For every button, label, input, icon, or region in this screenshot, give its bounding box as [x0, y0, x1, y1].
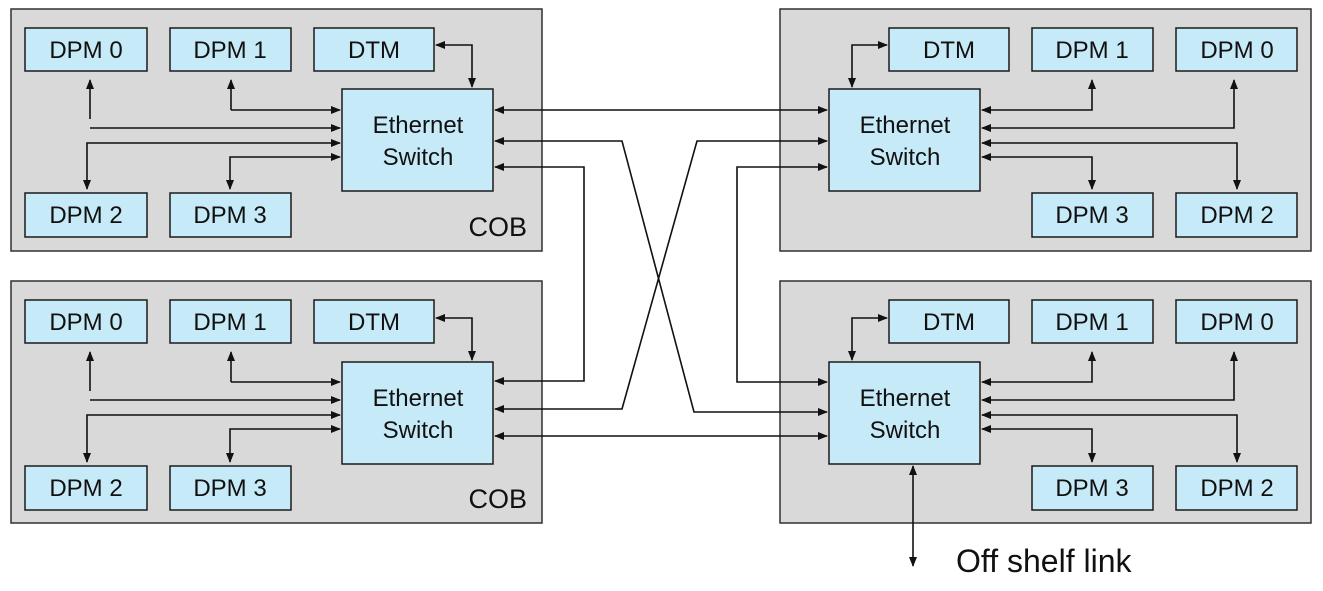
- switch-label-line-1: Ethernet: [860, 385, 951, 412]
- module-dtm: DTM: [888, 27, 1010, 72]
- module-dtm: DTM: [313, 27, 435, 72]
- ethernet-switch: Ethernet Switch: [828, 88, 981, 192]
- module-label: DPM 1: [1055, 309, 1128, 336]
- module-dpm-0: DPM 0: [1175, 299, 1298, 344]
- ethernet-switch: Ethernet Switch: [341, 88, 494, 192]
- module-dpm-2: DPM 2: [24, 465, 148, 511]
- module-dpm-0: DPM 0: [24, 27, 148, 72]
- module-label: DPM 0: [1200, 37, 1273, 64]
- inter-shelf-links: [494, 106, 917, 567]
- shelf-top-left: DPM 0 DPM 1 DTM DPM 2 DPM 3 Ethernet Swi…: [10, 8, 543, 252]
- module-dtm: DTM: [313, 299, 435, 344]
- module-label: DPM 2: [1200, 475, 1273, 502]
- module-dpm-0: DPM 0: [24, 299, 148, 344]
- module-label: DPM 1: [1055, 37, 1128, 64]
- shelf-bottom-left: DPM 0 DPM 1 DTM DPM 2 DPM 3 Ethernet Swi…: [10, 280, 543, 524]
- module-dpm-1: DPM 1: [1031, 27, 1154, 72]
- module-label: DPM 3: [193, 202, 266, 229]
- shelf-top-right: DTM DPM 1 DPM 0 DPM 3 DPM 2 Ethernet Swi…: [779, 8, 1312, 252]
- module-label: DPM 2: [1200, 202, 1273, 229]
- link-tl-br: [494, 137, 828, 416]
- module-dtm: DTM: [888, 299, 1010, 344]
- module-dpm-2: DPM 2: [1175, 465, 1298, 511]
- module-dpm-3: DPM 3: [169, 192, 292, 238]
- ethernet-switch: Ethernet Switch: [341, 361, 494, 465]
- module-label: DPM 2: [49, 475, 122, 502]
- module-dpm-0: DPM 0: [1175, 27, 1298, 72]
- link-bl-tr: [494, 137, 828, 413]
- module-dpm-1: DPM 1: [169, 299, 292, 344]
- module-label: DTM: [923, 309, 975, 336]
- link-tr-br: [736, 163, 828, 386]
- module-label: DTM: [923, 37, 975, 64]
- module-label: DPM 1: [193, 309, 266, 336]
- switch-label-line-2: Switch: [383, 144, 454, 171]
- module-label: DPM 0: [1200, 309, 1273, 336]
- module-label: DTM: [348, 309, 400, 336]
- switch-label-line-2: Switch: [870, 417, 941, 444]
- module-label: DPM 0: [49, 37, 122, 64]
- module-label: DPM 0: [49, 309, 122, 336]
- module-label: DPM 3: [1055, 475, 1128, 502]
- switch-label-line-2: Switch: [383, 417, 454, 444]
- switch-label-line-1: Ethernet: [373, 385, 464, 412]
- switch-label-line-1: Ethernet: [373, 112, 464, 139]
- module-dpm-1: DPM 1: [169, 27, 292, 72]
- module-label: DTM: [348, 37, 400, 64]
- switch-label-line-2: Switch: [870, 144, 941, 171]
- module-dpm-2: DPM 2: [24, 192, 148, 238]
- ethernet-switch: Ethernet Switch: [828, 361, 981, 465]
- module-dpm-3: DPM 3: [1031, 465, 1154, 511]
- module-label: DPM 1: [193, 37, 266, 64]
- cob-label: COB: [468, 484, 527, 514]
- module-label: DPM 3: [1055, 202, 1128, 229]
- switch-label-line-1: Ethernet: [860, 112, 951, 139]
- off-shelf-link-label: Off shelf link: [956, 543, 1132, 579]
- shelf-bottom-right: DTM DPM 1 DPM 0 DPM 3 DPM 2 Ethernet Swi…: [779, 280, 1312, 524]
- module-dpm-3: DPM 3: [1031, 192, 1154, 238]
- cob-label: COB: [468, 212, 527, 242]
- module-dpm-3: DPM 3: [169, 465, 292, 511]
- module-label: DPM 3: [193, 475, 266, 502]
- module-dpm-1: DPM 1: [1031, 299, 1154, 344]
- module-label: DPM 2: [49, 202, 122, 229]
- module-dpm-2: DPM 2: [1175, 192, 1298, 238]
